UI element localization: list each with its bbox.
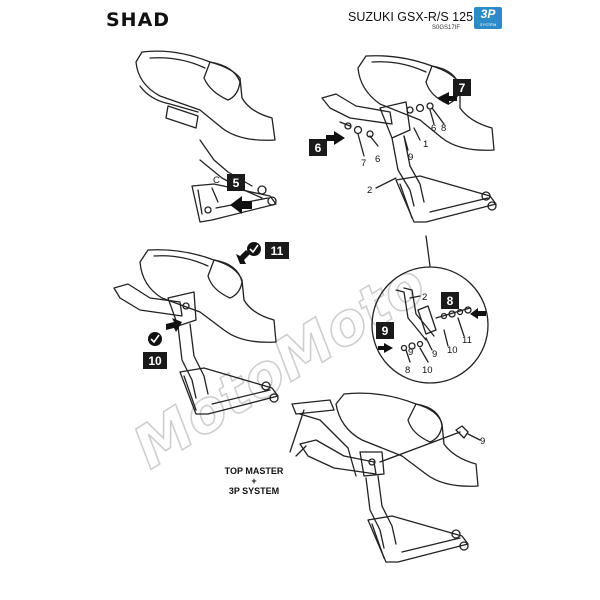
step-box-9: 9 <box>376 322 394 339</box>
callout-6: 6 <box>431 123 436 134</box>
caption-top-master: TOP MASTER <box>225 466 284 476</box>
caption-3p-system: 3P SYSTEM <box>229 486 279 496</box>
step-10-label: 10 <box>148 354 162 368</box>
callout-c: C <box>213 175 220 186</box>
step-5-label: 5 <box>233 176 240 190</box>
model-title: SUZUKI GSX-R/S 125 '17 <box>348 10 493 24</box>
brand-logo: SHAD <box>106 9 171 31</box>
callout-8: 8 <box>441 123 446 134</box>
step-box-10: 10 <box>143 352 167 369</box>
check-icon <box>148 332 162 346</box>
panel-top-master <box>289 392 481 563</box>
arrow-icon <box>326 131 345 145</box>
product-code: S0GS17IF <box>432 25 461 31</box>
arrow-icon <box>166 318 182 332</box>
detail-callout-11: 11 <box>462 335 472 346</box>
detail-callout-9: 9 <box>432 349 437 360</box>
arrow-icon <box>470 308 486 319</box>
badge-label: 3P <box>480 7 496 21</box>
step-11-label: 11 <box>271 244 284 258</box>
arrow-icon <box>230 196 252 214</box>
detail-callout-8: 8 <box>405 365 410 376</box>
callout-2: 2 <box>367 185 372 196</box>
step-7-label: 7 <box>459 81 466 95</box>
step-box-11: 11 <box>265 242 289 259</box>
arrow-icon <box>437 92 457 105</box>
check-icon <box>247 242 261 256</box>
detail-callout-2: 2 <box>422 292 427 303</box>
3p-system-badge: 3P SYSTEM <box>474 7 502 29</box>
step-box-6: 6 <box>309 139 327 156</box>
detail-callout-9b: 9 <box>408 347 413 358</box>
detail-callout-10: 10 <box>447 345 458 356</box>
callout-6b: 6 <box>375 154 380 165</box>
callout-7: 7 <box>361 158 366 169</box>
arrow-icon <box>236 250 250 264</box>
watermark: MotoMoto <box>121 249 437 482</box>
step-box-7: 7 <box>453 79 471 96</box>
detail-magnifier <box>371 235 489 384</box>
callout-1: 1 <box>423 139 428 150</box>
panel-step-10-11 <box>113 249 279 415</box>
step-9-label: 9 <box>382 324 389 338</box>
badge-sublabel: SYSTEM <box>479 22 497 27</box>
step-box-5: 5 <box>227 174 245 191</box>
panel-step-5 <box>135 50 277 223</box>
detail-callout-10b: 10 <box>422 365 433 376</box>
step-box-8: 8 <box>441 292 459 309</box>
step-8-label: 8 <box>447 294 454 308</box>
callout-9: 9 <box>408 152 413 163</box>
callout-9-bottom: 9 <box>480 436 485 447</box>
step-6-label: 6 <box>315 141 322 155</box>
arrow-icon <box>378 343 393 353</box>
caption-plus: + <box>251 476 256 486</box>
